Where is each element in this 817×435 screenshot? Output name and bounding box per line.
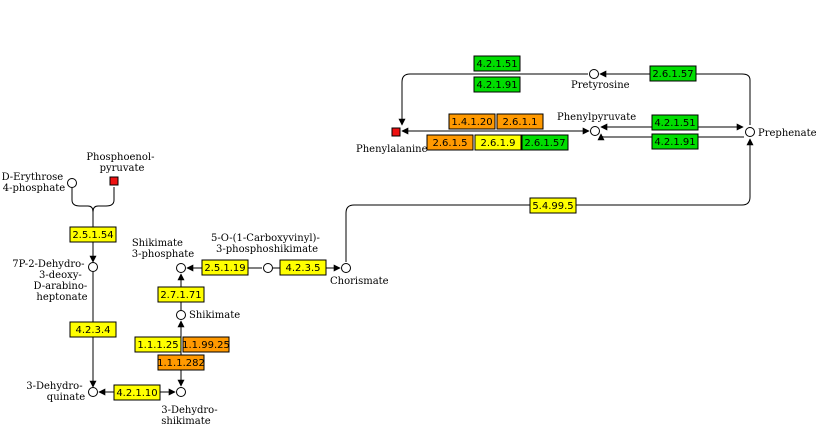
node-pretyrosine[interactable] [589, 69, 599, 79]
svg-text:2.6.1.1: 2.6.1.1 [503, 117, 538, 128]
enzyme-4-2-1-91-right[interactable]: 4.2.1.91 [651, 133, 699, 150]
edge-prephenate-phenylpyruvate-lower [597, 133, 744, 141]
label-dahp: 7P-2-Dehydro- 3-deoxy- D-arabino- hepton… [12, 259, 90, 303]
enzyme-1-1-1-282[interactable]: 1.1.1.282 [157, 354, 205, 371]
node-shikimate[interactable] [176, 310, 186, 320]
edge-erythrose-merge [71, 188, 94, 213]
svg-text:5.4.99.5: 5.4.99.5 [532, 201, 573, 212]
label-epsp: 5-O-(1-Carboxyvinyl)- 3-phosphoshikimate [211, 233, 323, 255]
label-chorismate: Chorismate [330, 276, 389, 287]
label-phenylpyruvate: Phenylpyruvate [557, 112, 636, 123]
svg-text:4.2.3.4: 4.2.3.4 [76, 325, 111, 336]
enzyme-4-2-1-10[interactable]: 4.2.1.10 [113, 384, 161, 401]
enzyme-1-1-99-25[interactable]: 1.1.99.25 [182, 336, 230, 353]
node-dahp[interactable] [88, 262, 98, 272]
enzyme-1-4-1-20[interactable]: 1.4.1.20 [448, 113, 496, 130]
enzyme-2-6-1-57-bottom[interactable]: 2.6.1.57 [521, 134, 569, 151]
svg-text:2.7.1.71: 2.7.1.71 [160, 290, 201, 301]
compound-nodes [67, 69, 755, 397]
svg-text:2.5.1.54: 2.5.1.54 [72, 230, 113, 241]
enzyme-4-2-1-91-top[interactable]: 4.2.1.91 [473, 76, 521, 93]
enzyme-5-4-99-5[interactable]: 5.4.99.5 [529, 197, 577, 214]
enzyme-4-2-1-51-top[interactable]: 4.2.1.51 [473, 55, 521, 72]
node-phenylalanine[interactable] [391, 127, 401, 137]
enzyme-2-5-1-19[interactable]: 2.5.1.19 [201, 259, 249, 276]
label-s3p: Shikimate 3-phosphate [132, 238, 195, 260]
enzyme-boxes: 2.5.1.54 4.2.3.4 4.2.1.10 1.1.1.25 1.1.9… [69, 55, 699, 401]
svg-text:2.6.1.5: 2.6.1.5 [433, 138, 468, 149]
svg-text:4.2.1.51: 4.2.1.51 [476, 59, 517, 70]
enzyme-4-2-1-51-right[interactable]: 4.2.1.51 [651, 114, 699, 131]
label-erythrose: D-Erythrose 4-phosphate [2, 172, 67, 194]
svg-text:1.4.1.20: 1.4.1.20 [451, 117, 492, 128]
node-dhs[interactable] [176, 387, 186, 397]
svg-text:4.2.1.91: 4.2.1.91 [476, 80, 517, 91]
label-phenylalanine: Phenylalanine [356, 144, 428, 155]
enzyme-2-7-1-71[interactable]: 2.7.1.71 [157, 286, 205, 303]
label-dhs: 3-Dehydro- shikimate [161, 405, 221, 427]
svg-text:2.6.1.57: 2.6.1.57 [524, 138, 565, 149]
svg-text:4.2.1.91: 4.2.1.91 [654, 137, 695, 148]
svg-text:1.1.99.25: 1.1.99.25 [182, 340, 230, 351]
svg-text:2.6.1.57: 2.6.1.57 [652, 69, 693, 80]
svg-text:4.2.1.10: 4.2.1.10 [116, 388, 157, 399]
svg-text:2.6.1.9: 2.6.1.9 [481, 138, 516, 149]
reaction-edges [71, 70, 754, 396]
enzyme-2-6-1-9[interactable]: 2.6.1.9 [474, 134, 522, 151]
label-pretyrosine: Pretyrosine [571, 80, 630, 91]
enzyme-4-2-3-5[interactable]: 4.2.3.5 [279, 259, 327, 276]
label-prephenate: Prephenate [758, 128, 817, 139]
enzyme-1-1-1-25[interactable]: 1.1.1.25 [134, 336, 182, 353]
label-shikimate: Shikimate [189, 310, 240, 321]
enzyme-2-5-1-54[interactable]: 2.5.1.54 [69, 226, 117, 243]
edge-pretyrosine-phenylalanine [398, 73, 588, 126]
node-erythrose[interactable] [67, 178, 77, 188]
enzyme-2-6-1-57-top[interactable]: 2.6.1.57 [649, 65, 697, 82]
enzyme-4-2-3-4[interactable]: 4.2.3.4 [69, 321, 117, 338]
node-epsp[interactable] [263, 263, 273, 273]
node-s3p[interactable] [176, 263, 186, 273]
svg-text:1.1.1.282: 1.1.1.282 [157, 358, 205, 369]
enzyme-2-6-1-1[interactable]: 2.6.1.1 [496, 113, 544, 130]
label-pep: Phosphoenol- pyruvate [86, 152, 157, 174]
node-prephenate[interactable] [745, 127, 755, 137]
compound-labels: D-Erythrose 4-phosphate Phosphoenol- pyr… [2, 80, 817, 427]
node-dhq[interactable] [88, 387, 98, 397]
edge-prephenate-pretyrosine [599, 70, 751, 125]
node-pep[interactable] [109, 176, 119, 186]
label-dhq: 3-Dehydro- quinate [26, 381, 86, 403]
enzyme-2-6-1-5[interactable]: 2.6.1.5 [426, 134, 474, 151]
edge-pep-merge [92, 187, 115, 213]
svg-text:1.1.1.25: 1.1.1.25 [137, 340, 178, 351]
svg-text:4.2.3.5: 4.2.3.5 [286, 263, 321, 274]
node-chorismate[interactable] [341, 263, 351, 273]
node-phenylpyruvate[interactable] [590, 126, 600, 136]
svg-text:2.5.1.19: 2.5.1.19 [204, 263, 245, 274]
svg-text:4.2.1.51: 4.2.1.51 [654, 118, 695, 129]
